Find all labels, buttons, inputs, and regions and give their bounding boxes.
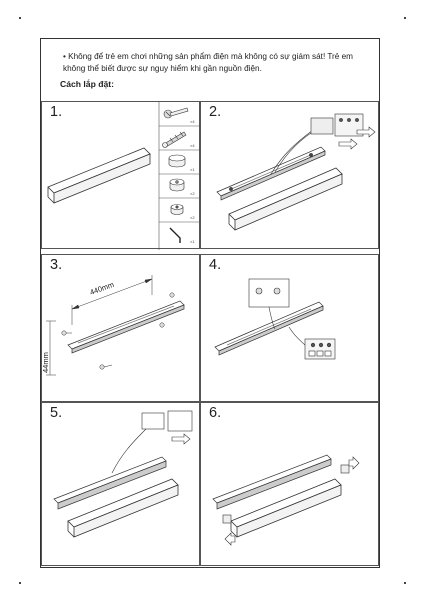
- wall-anchor-icon: [162, 131, 187, 148]
- cap-medium-icon: [169, 178, 185, 192]
- mounting-bracket: [214, 301, 324, 356]
- wiring-detail-top: [248, 278, 290, 330]
- crop-mark: [404, 17, 406, 19]
- step-2-diagram: [216, 113, 376, 231]
- section-title: Cách lắp đặt:: [60, 79, 114, 89]
- part-qty: ×4: [190, 119, 195, 124]
- step-3-panel: 3. 440mm 44mm: [41, 254, 200, 402]
- wiring-detail: [111, 410, 193, 474]
- screw-icon: [163, 107, 189, 119]
- lamp-body: [67, 478, 179, 538]
- light-fixture-bar: [47, 147, 151, 204]
- part-qty: ×1: [190, 167, 195, 172]
- wiring-detail: [270, 113, 364, 175]
- step-3-diagram: 440mm 44mm: [42, 275, 185, 376]
- step-number: 5.: [50, 405, 63, 421]
- lamp-body: [230, 478, 342, 538]
- part-qty: ×1: [190, 239, 195, 244]
- allen-key-icon: [169, 227, 181, 243]
- step-2-panel: 2.: [200, 101, 379, 249]
- cap-large-icon: [168, 154, 186, 168]
- step-1-diagram: ×4 ×4 ×1 ×2: [47, 102, 201, 250]
- light-fixture-bar: [228, 167, 343, 231]
- crop-mark: [19, 17, 21, 19]
- step-6-diagram: [212, 454, 360, 546]
- light-fixture-bar: [212, 454, 332, 510]
- mounting-bracket: [67, 300, 185, 354]
- step-number: 6.: [209, 405, 222, 421]
- step-number: 4.: [209, 257, 222, 273]
- arrow-icon: [224, 456, 360, 546]
- part-qty: ×4: [190, 143, 195, 148]
- mounting-bracket: [216, 146, 326, 201]
- step-4-diagram: [214, 278, 336, 360]
- step-number: 3.: [50, 257, 63, 273]
- part-qty: ×2: [190, 191, 195, 196]
- crop-mark: [19, 582, 21, 584]
- height-label: 44mm: [42, 352, 50, 373]
- step-number: 2.: [209, 104, 222, 120]
- cap-small-icon: [170, 204, 184, 215]
- safety-warning: • Không để trẻ em chơi những sản phẩm đi…: [63, 52, 353, 73]
- crop-mark: [404, 582, 406, 584]
- dimension-height: [46, 320, 56, 376]
- dimension-width: [71, 275, 153, 325]
- part-qty: ×2: [190, 215, 195, 220]
- arrow-icon: [171, 433, 191, 445]
- step-5-panel: 5.: [41, 402, 200, 566]
- step-4-panel: 4.: [200, 254, 379, 402]
- step-5-diagram: [53, 410, 193, 538]
- page-border: [40, 38, 380, 568]
- arrow-icon: [338, 126, 376, 150]
- terminal-block: [288, 326, 336, 360]
- light-fixture-bar: [53, 456, 167, 510]
- step-number: 1.: [50, 104, 63, 120]
- end-cap-icon: [222, 464, 350, 524]
- parts-list: [158, 102, 201, 250]
- screw-icon: [61, 292, 175, 370]
- step-1-panel: 1. ×4 ×4: [41, 101, 201, 250]
- step-6-panel: 6.: [200, 402, 379, 566]
